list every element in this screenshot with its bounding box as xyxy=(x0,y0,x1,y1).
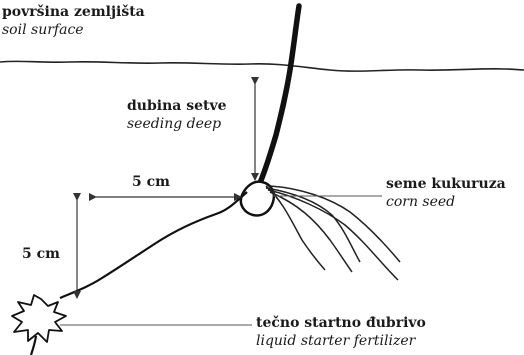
seeding-depth-label-en: seeding deep xyxy=(127,116,227,134)
fertilizer-burst xyxy=(12,295,66,342)
seeding-depth-label: dubina setve seeding deep xyxy=(127,98,227,133)
soil-surface-label-bs: površina zemljišta xyxy=(2,4,145,22)
corn-seed xyxy=(241,182,274,216)
fertilizer-label-bs: tečno startno đubrivo xyxy=(256,315,426,333)
corn-seed-label: seme kukuruza corn seed xyxy=(386,176,506,211)
fertilizer-label: tečno startno đubrivo liquid starter fer… xyxy=(256,315,426,350)
soil-surface-label-en: soil surface xyxy=(2,22,145,40)
seminal-root-2 xyxy=(268,190,398,280)
vertical-distance-label: 5 cm xyxy=(22,246,60,264)
seedling-shoot xyxy=(260,6,299,183)
soil-surface-label: površina zemljišta soil surface xyxy=(2,4,145,39)
main-root xyxy=(60,192,247,298)
seminal-root-3 xyxy=(270,186,400,262)
horizontal-distance-label: 5 cm xyxy=(132,174,170,192)
vertical-distance-value: 5 cm xyxy=(22,246,60,264)
seeding-depth-label-bs: dubina setve xyxy=(127,98,227,116)
corn-seed-label-bs: seme kukuruza xyxy=(386,176,506,194)
corn-seed-label-en: corn seed xyxy=(386,194,506,212)
fertilizer-label-en: liquid starter fertilizer xyxy=(256,333,426,351)
horizontal-distance-value: 5 cm xyxy=(132,174,170,192)
soil-surface-line xyxy=(0,61,524,71)
